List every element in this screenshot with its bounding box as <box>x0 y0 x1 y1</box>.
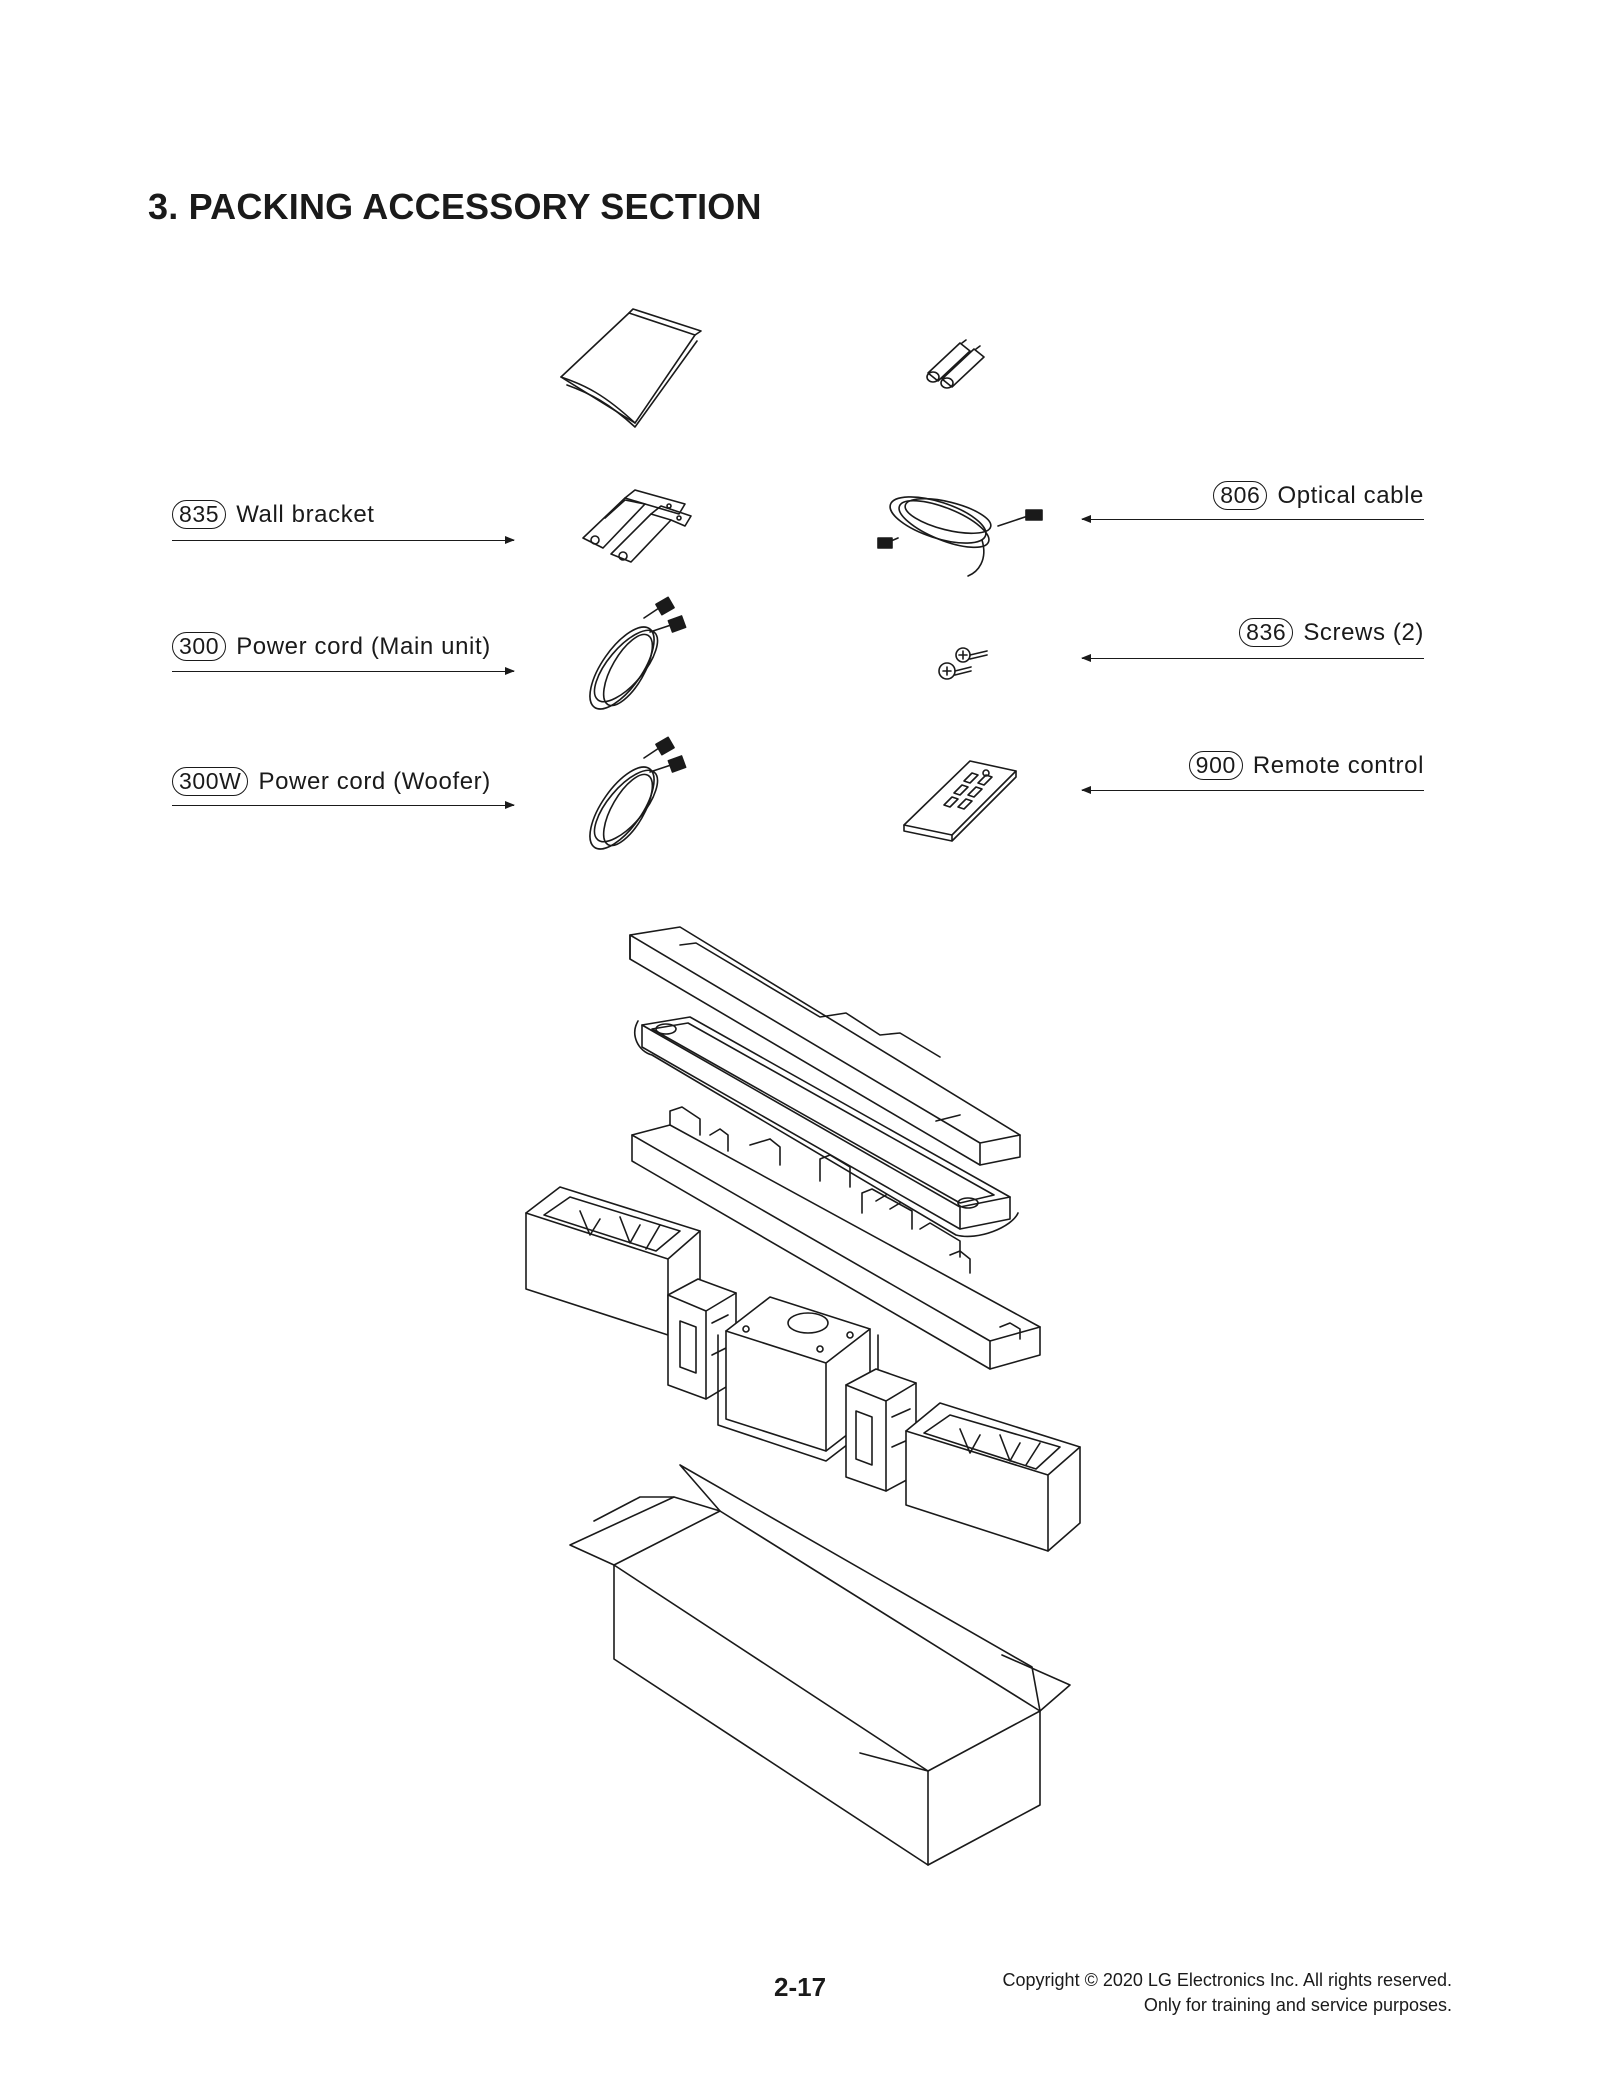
batteries-icon <box>926 339 985 389</box>
part-number-badge: 300 <box>172 632 227 661</box>
callout-remote-control: 900 Remote control <box>1188 751 1424 780</box>
part-label: Power cord (Woofer) <box>258 768 491 795</box>
wall-bracket-icon <box>582 489 692 563</box>
part-number-badge: 806 <box>1213 481 1268 510</box>
part-number-badge: 836 <box>1239 618 1294 647</box>
section-title: 3. PACKING ACCESSORY SECTION <box>148 186 762 227</box>
training-notice-line: Only for training and service purposes. <box>1143 1995 1452 2015</box>
manual-booklet-icon <box>560 308 702 428</box>
part-label: Wall bracket <box>236 501 375 528</box>
leader-arrow <box>1081 654 1424 662</box>
packing-assembly-diagram <box>525 926 1081 1866</box>
part-number-badge: 835 <box>172 500 227 529</box>
part-label: Power cord (Main unit) <box>236 633 491 660</box>
leader-arrow <box>172 801 515 809</box>
callout-wall-bracket: 835 Wall bracket <box>172 500 375 529</box>
part-label: Optical cable <box>1277 482 1424 509</box>
callout-power-cord-woofer: 300W Power cord (Woofer) <box>172 767 491 796</box>
soundbar-main-unit-part <box>634 1016 1019 1238</box>
power-cord-main-icon <box>589 596 687 710</box>
callout-screws: 836 Screws (2) <box>1239 618 1424 647</box>
leader-arrow <box>172 667 515 675</box>
power-cord-woofer-icon <box>589 736 687 850</box>
callout-power-cord-main: 300 Power cord (Main unit) <box>172 632 491 661</box>
right-cushion-block-part <box>905 1402 1081 1552</box>
callout-optical-cable: 806 Optical cable <box>1213 481 1424 510</box>
screws-icon <box>938 647 988 680</box>
top-cushion-part <box>629 926 1021 1166</box>
leader-arrow <box>1081 786 1424 794</box>
optical-cable-icon <box>877 496 1043 577</box>
remote-control-icon <box>903 760 1017 842</box>
part-number-badge: 900 <box>1188 751 1243 780</box>
right-end-insert-part <box>845 1368 917 1492</box>
part-number-badge: 300W <box>172 767 249 796</box>
bottom-tray-part <box>631 1106 1041 1370</box>
copyright-notice: Copyright © 2020 LG Electronics Inc. All… <box>1003 1968 1452 2018</box>
page-number: 2-17 <box>774 1972 827 2002</box>
leader-arrow <box>1081 515 1424 523</box>
leader-arrow <box>172 536 515 544</box>
copyright-line: Copyright © 2020 LG Electronics Inc. All… <box>1002 1970 1452 1990</box>
carton-box-part <box>569 1464 1071 1866</box>
part-label: Remote control <box>1252 752 1424 779</box>
part-label: Screws (2) <box>1303 619 1424 646</box>
